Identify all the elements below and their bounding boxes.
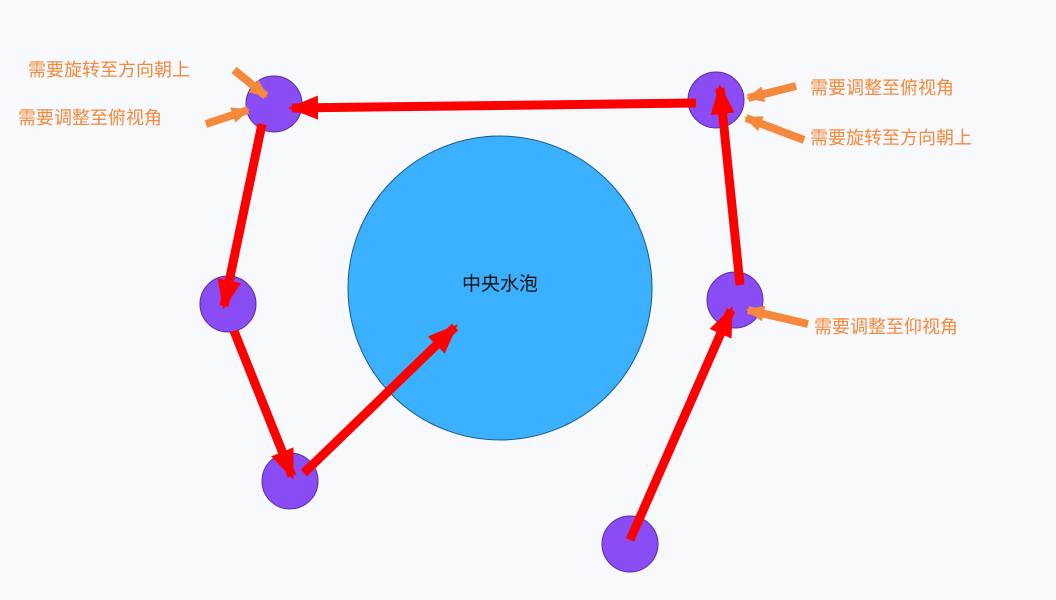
label-top-right-adjust: 需要调整至俯视角 (810, 78, 954, 99)
pointer-arrow-tl-adjust (204, 106, 250, 128)
pointer-arrow-tr-adjust (746, 82, 797, 102)
path-arrow-4 (217, 123, 267, 310)
label-top-right-rotate: 需要旋转至方向朝上 (810, 128, 972, 149)
node-bottom-right (601, 515, 659, 573)
path-arrow-3 (288, 95, 697, 120)
path-arrow-6 (300, 323, 459, 477)
pointer-arrow-rm-adjust (746, 305, 809, 328)
pointer-arrow-tr-rotate (744, 114, 806, 144)
path-arrow-2 (710, 84, 745, 286)
label-right-mid-adjust: 需要调整至仰视角 (814, 317, 958, 338)
node-right-mid (706, 271, 764, 329)
path-arrow-1 (625, 306, 736, 542)
label-top-left-rotate: 需要旋转至方向朝上 (28, 60, 190, 81)
central-bubble-label: 中央水泡 (462, 273, 538, 295)
pointer-arrow-tl-rotate (231, 66, 269, 100)
label-top-left-adjust: 需要调整至俯视角 (18, 108, 162, 129)
central-bubble (347, 135, 653, 441)
path-arrow-5 (229, 329, 297, 480)
node-top-right (687, 71, 745, 129)
